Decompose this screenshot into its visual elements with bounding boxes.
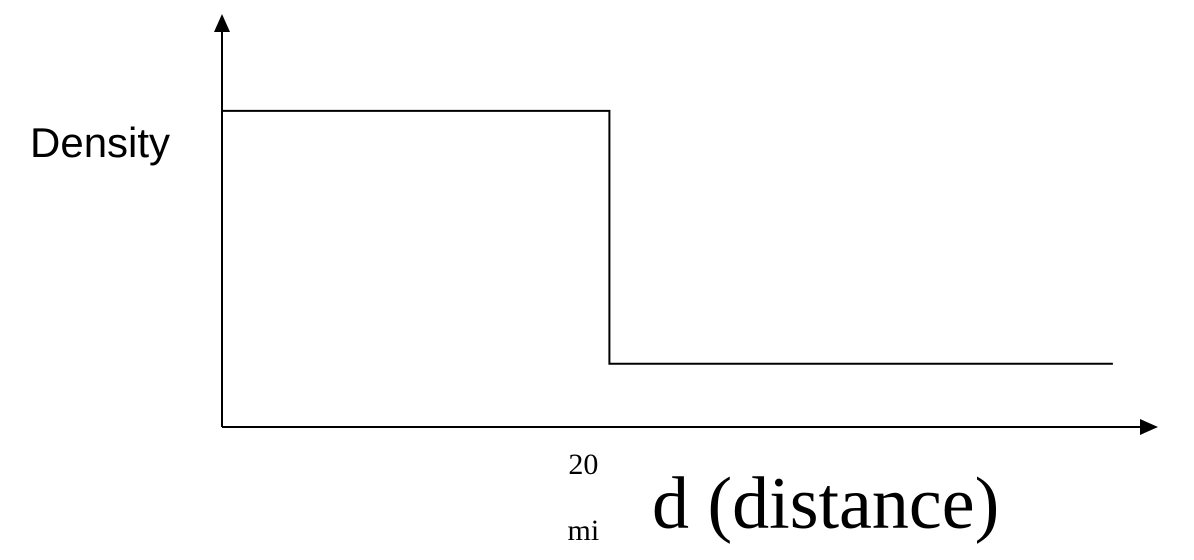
y-axis-label: Density [30, 119, 170, 166]
x-tick-label-value: 20 [568, 448, 598, 481]
x-axis-arrow [1140, 419, 1158, 435]
x-tick-label-unit: mi [568, 514, 600, 547]
x-axis-label: d (distance) [652, 463, 999, 545]
density-step-line [222, 109, 1113, 365]
y-axis-arrow [214, 14, 230, 32]
